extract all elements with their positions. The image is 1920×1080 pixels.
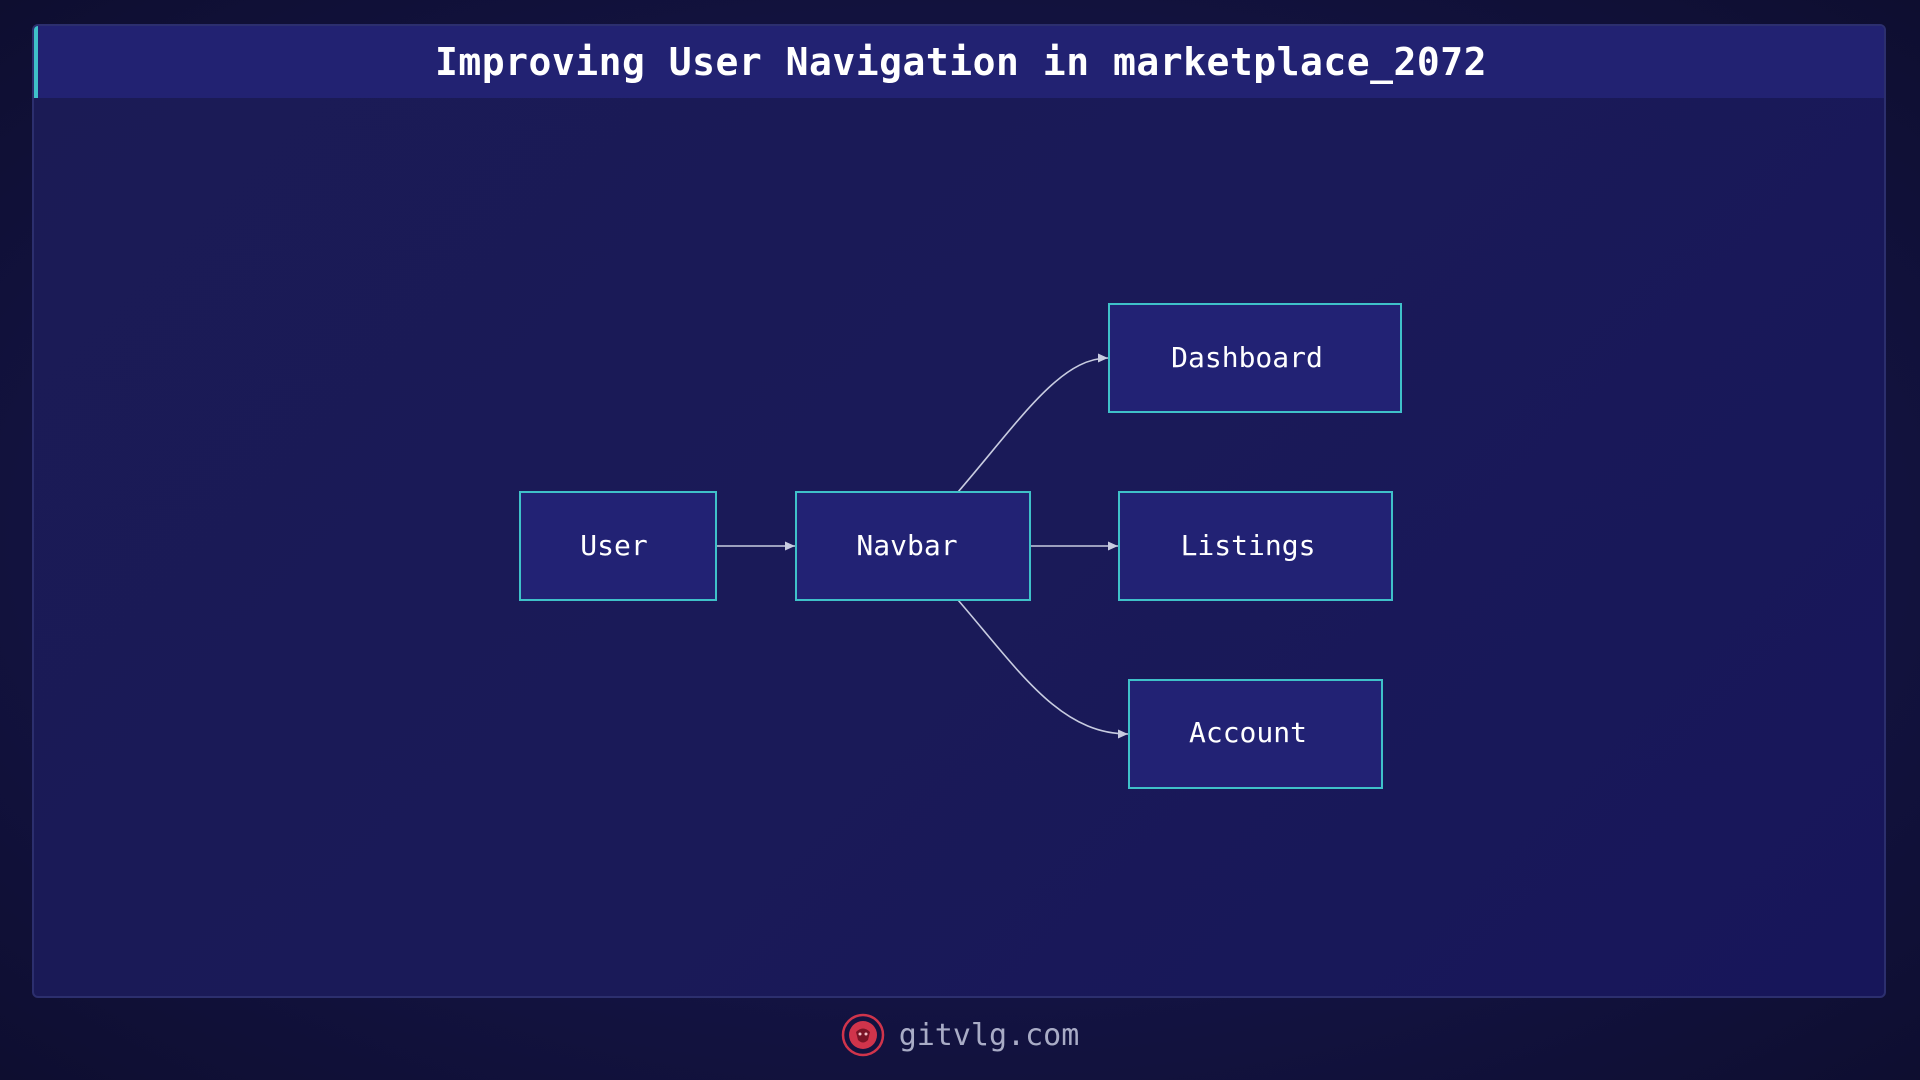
node-listings: Listings bbox=[1118, 491, 1393, 601]
node-dashboard-label: Dashboard bbox=[1171, 341, 1323, 374]
lion-head-icon bbox=[841, 1013, 884, 1057]
node-user: User bbox=[519, 491, 717, 601]
node-account: Account bbox=[1128, 679, 1383, 789]
edge-navbar-account bbox=[957, 599, 1129, 739]
node-listings-label: Listings bbox=[1181, 529, 1316, 562]
diagram-panel: Improving User Navigation in marketplace… bbox=[32, 24, 1886, 998]
node-account-label: Account bbox=[1189, 716, 1307, 749]
node-navbar: Navbar bbox=[795, 491, 1031, 601]
edge-navbar-dashboard bbox=[957, 353, 1109, 493]
footer-site-link[interactable]: gitvlg.com bbox=[898, 1017, 1080, 1053]
node-dashboard: Dashboard bbox=[1108, 303, 1402, 413]
footer: gitvlg.com bbox=[0, 1010, 1920, 1060]
node-user-label: User bbox=[580, 529, 647, 562]
node-navbar-label: Navbar bbox=[856, 529, 957, 562]
title-bar: Improving User Navigation in marketplace… bbox=[34, 26, 1884, 98]
page-title: Improving User Navigation in marketplace… bbox=[434, 40, 1487, 84]
